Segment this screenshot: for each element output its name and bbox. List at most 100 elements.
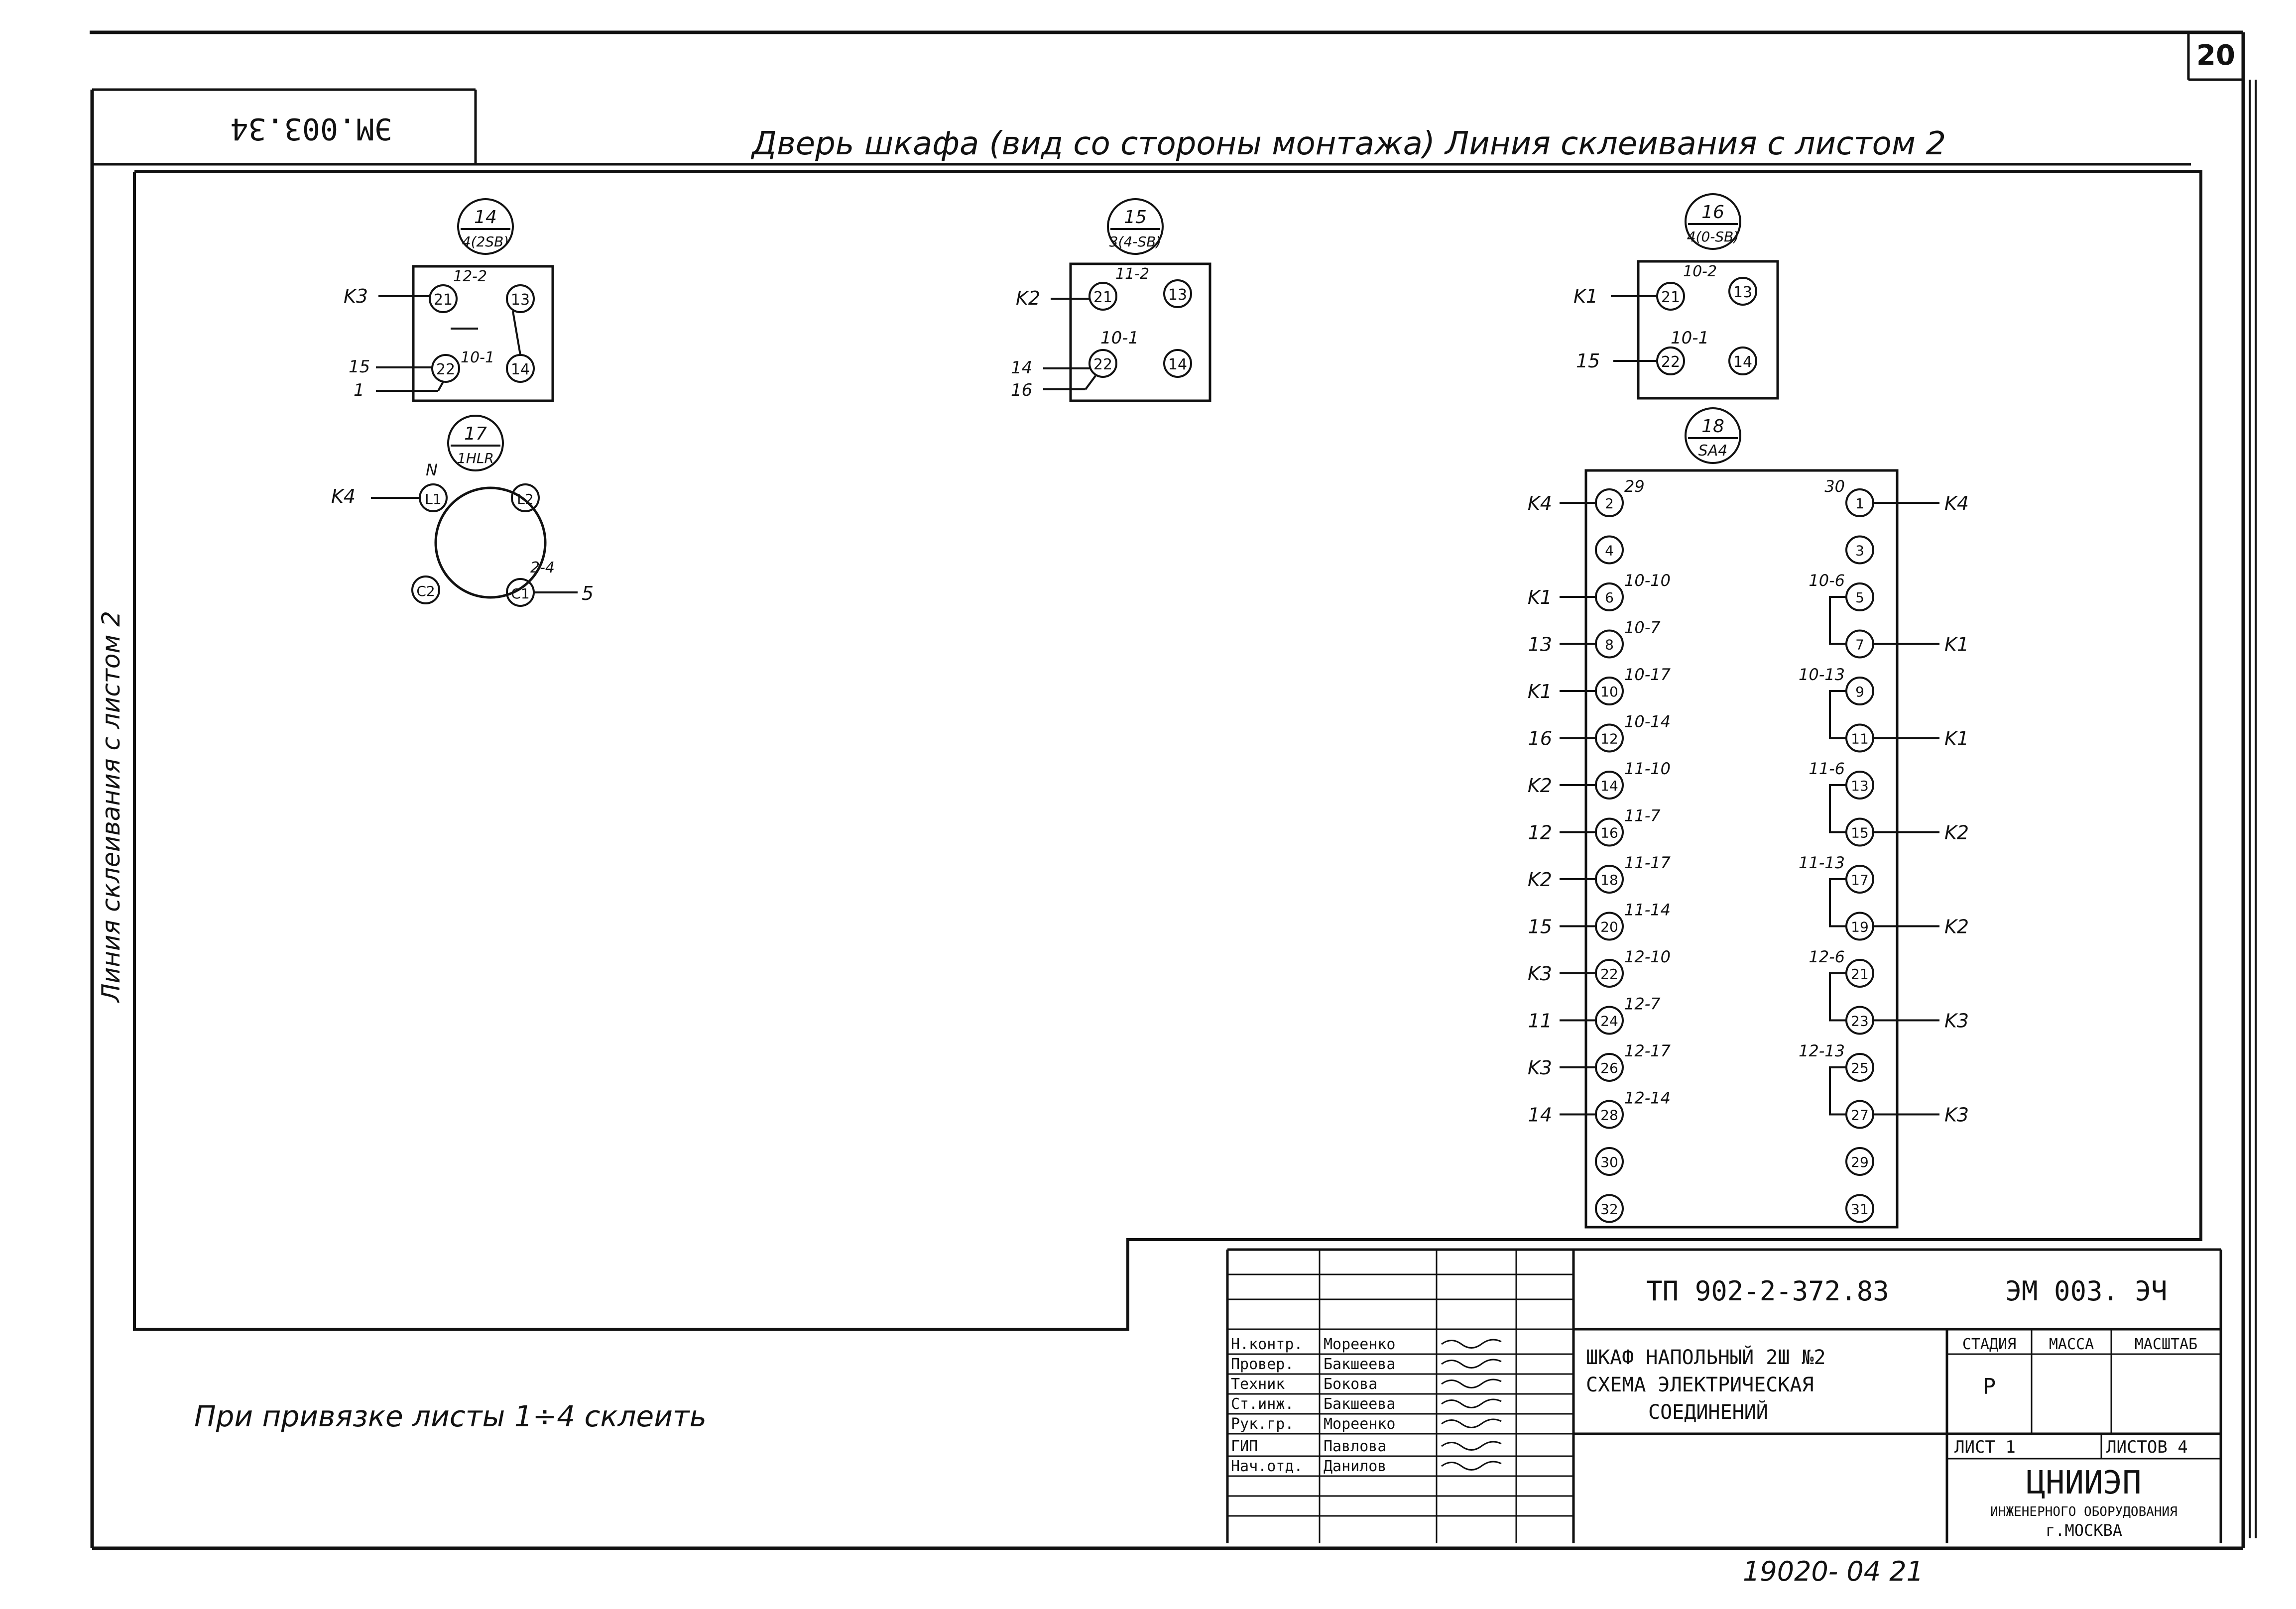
tb-role: Ст.инж. <box>1231 1395 1294 1413</box>
c18-left-wire-label: 16 <box>1528 728 1552 750</box>
c18-left-pin-12: 12 <box>1600 731 1618 747</box>
c18-left-wire-label: 15 <box>1528 916 1552 938</box>
c18-right-pin-17: 17 <box>1851 872 1869 888</box>
c16-label-10-2: 10-2 <box>1683 263 1717 280</box>
c18-right-pin-19: 19 <box>1851 919 1869 935</box>
c18-left-pin-6: 6 <box>1605 589 1614 606</box>
c14-pin-13: 13 <box>511 291 530 309</box>
side-label: Линия склеивания с листом 2 <box>97 611 125 1003</box>
c18-left-pin-label: 10-17 <box>1624 665 1671 684</box>
c15-pin-14: 14 <box>1168 356 1187 373</box>
c18-left-wire-label: 14 <box>1528 1104 1552 1126</box>
c18-right-pin-27: 27 <box>1851 1107 1869 1124</box>
c18-left-pin-4: 4 <box>1605 543 1614 559</box>
c18-jumper <box>1829 972 1846 1022</box>
tb-org-big: ЦНИИЭП <box>2026 1465 2141 1501</box>
c16-pin-21: 21 <box>1661 289 1680 306</box>
c18-left-pin-2: 2 <box>1605 495 1614 512</box>
c14-pin-22: 22 <box>436 361 455 378</box>
c18-left-wire-label: K3 <box>1528 1057 1552 1079</box>
c18-right-pin-31: 31 <box>1851 1201 1869 1218</box>
tb-signature <box>1441 1461 1502 1471</box>
c18-right-pin-25: 25 <box>1851 1060 1869 1076</box>
c17-pin-l2: L2 <box>517 491 533 507</box>
c14-label-12-2: 12-2 <box>453 268 487 285</box>
tb-desc-line2: СХЕМА ЭЛЕКТРИЧЕСКАЯ <box>1586 1374 1814 1396</box>
tb-stage-value: Р <box>1983 1374 1996 1399</box>
c18-right-pin-13: 13 <box>1851 778 1869 794</box>
c14-pin-21: 21 <box>434 291 453 309</box>
c18-left-pin-label: 10-10 <box>1624 571 1671 590</box>
c14-wire-1: 1 <box>354 380 364 400</box>
c14-pin-14: 14 <box>511 361 530 378</box>
rotated-doc-code: ЭМ.003.34 <box>230 111 392 146</box>
c15-wire-14: 14 <box>1011 358 1032 378</box>
c18-left-wire-label: K1 <box>1528 681 1552 702</box>
tb-name: Данилов <box>1324 1458 1386 1475</box>
c18-left-pin-label: 10-14 <box>1624 712 1671 731</box>
component-14: 14 4(2SB) 21 13 22 14 12-2 10-1 K3 15 1 <box>344 198 554 402</box>
tb-signature <box>1441 1339 1502 1349</box>
c17-label-2-4: 2-4 <box>530 559 555 576</box>
c18-left-pin-label: 29 <box>1624 477 1645 496</box>
c18-right-wire-label: K4 <box>1944 492 1969 514</box>
c18-left-pin-label: 11-7 <box>1624 806 1661 825</box>
c18-left-pin-circle <box>1595 1194 1624 1223</box>
c15-pin-13: 13 <box>1168 286 1187 304</box>
c18-right-wire-label: K2 <box>1944 822 1969 844</box>
c17-tag-bottom: 1HLR <box>457 450 494 466</box>
c18-left-pin-label: 11-14 <box>1624 901 1671 919</box>
c14-wire-15: 15 <box>349 357 370 377</box>
c18-right-wire-label: K2 <box>1944 916 1969 938</box>
bottom-number: 19020- 04 21 <box>1743 1556 1924 1587</box>
c16-label-10-1: 10-1 <box>1671 328 1709 348</box>
c18-right-pin-label: 11-6 <box>1809 759 1845 778</box>
c18-left-wire-label: K1 <box>1528 586 1552 608</box>
c16-tag-top: 16 <box>1701 202 1724 223</box>
c18-left-pin-32: 32 <box>1600 1201 1618 1218</box>
c18-right-pin-circle <box>1845 535 1874 565</box>
c18-jumper <box>1829 1066 1846 1116</box>
component-17: 17 1HLR L1 L2 C2 C1 N 2-4 K4 5 <box>331 415 594 607</box>
tb-name: Бакшеева <box>1324 1356 1396 1373</box>
c17-pin-c1: C1 <box>511 585 529 602</box>
c18-right-wire-label: K1 <box>1944 634 1969 656</box>
tb-name: Павлова <box>1324 1438 1386 1455</box>
c18-right-pin-label: 10-6 <box>1809 571 1845 590</box>
c18-left-pin-label: 12-17 <box>1624 1041 1671 1060</box>
tb-name: Бокова <box>1324 1376 1377 1393</box>
c18-left-wire-label: K4 <box>1528 492 1552 514</box>
c18-left-pin-8: 8 <box>1605 637 1614 653</box>
c18-left-wire-label: 11 <box>1528 1010 1552 1032</box>
c18-jumper <box>1829 878 1846 927</box>
right-margin-lines <box>2249 80 2257 1538</box>
c15-tag-top: 15 <box>1124 207 1147 228</box>
c18-right-pin-21: 21 <box>1851 966 1869 982</box>
c18-tag-bottom: SA4 <box>1698 442 1728 460</box>
c18-left-pin-label: 11-10 <box>1624 759 1671 778</box>
c18-left-pin-label: 11-17 <box>1624 853 1671 872</box>
c16-tag-bottom: 4(0-SB) <box>1687 229 1739 245</box>
tb-name: Бакшеева <box>1324 1395 1396 1413</box>
c16-pin-14: 14 <box>1733 353 1752 371</box>
header-title: Дверь шкафа (вид со стороны монтажа) Лин… <box>750 125 1946 162</box>
c18-right-wire-label: K1 <box>1944 728 1969 750</box>
c18-right-pin-9: 9 <box>1855 684 1864 700</box>
tb-name: Мореенко <box>1324 1336 1396 1353</box>
c18-right-pin-label: 11-13 <box>1799 853 1845 872</box>
c18-left-pin-label: 12-7 <box>1624 995 1661 1014</box>
c15-pin-22: 22 <box>1093 356 1112 373</box>
inner-field-border <box>133 170 2202 1331</box>
rotated-code-box: ЭМ.003.34 <box>92 88 477 164</box>
c18-right-pin-15: 15 <box>1851 825 1869 841</box>
c18-right-pin-label: 30 <box>1824 477 1845 496</box>
tb-project: ТП 902-2-372.83 <box>1646 1275 1889 1307</box>
c16-pin-22: 22 <box>1661 353 1680 371</box>
tb-col-scale: МАСШТАБ <box>2135 1336 2197 1353</box>
tb-desc-line1: ШКАФ НАПОЛЬНЫЙ 2Ш №2 <box>1586 1345 1826 1369</box>
c18-right-pin-circle <box>1845 1194 1874 1223</box>
tb-org-line3: г.МОСКВА <box>2046 1521 2122 1540</box>
component-18: 18 SA4 229K44610-10K1810-7131010-17K1121… <box>1528 407 1969 1229</box>
c18-right-pin-3: 3 <box>1855 543 1864 559</box>
